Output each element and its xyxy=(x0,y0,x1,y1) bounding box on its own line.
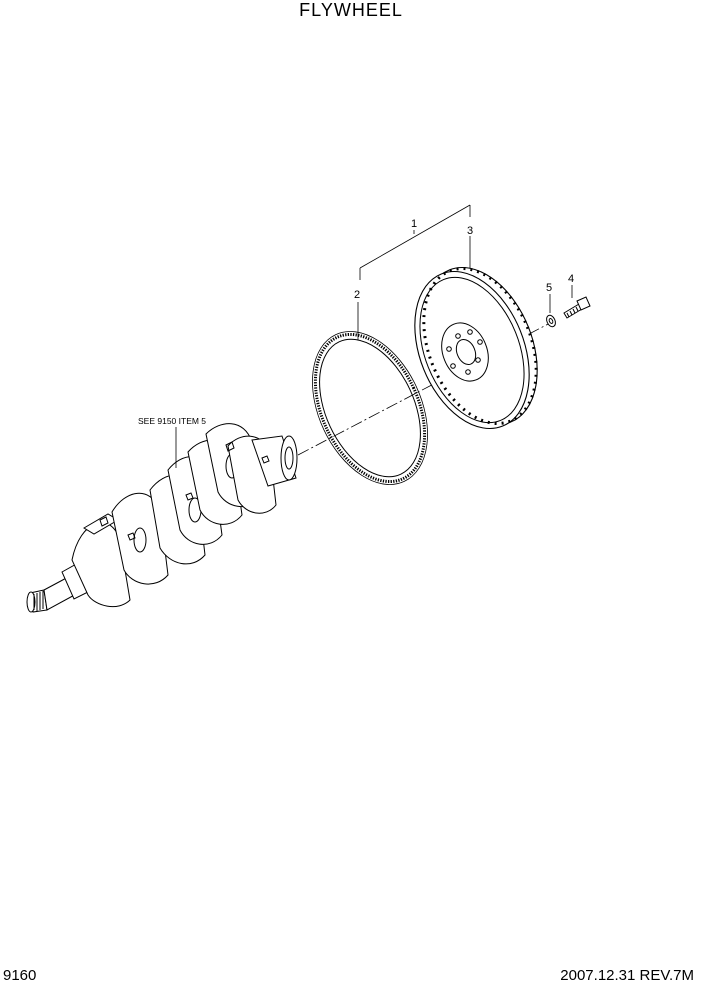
page-code: 9160 xyxy=(3,967,37,984)
crankshaft xyxy=(26,423,298,613)
page-title: FLYWHEEL xyxy=(299,0,403,20)
revision-label: 2007.12.31 REV.7M xyxy=(560,967,694,984)
callout-1: 1 xyxy=(411,218,417,230)
callout-5: 5 xyxy=(546,282,552,294)
reference-note: SEE 9150 ITEM 5 xyxy=(138,416,206,426)
callout-3: 3 xyxy=(467,225,473,237)
bolt xyxy=(563,296,591,319)
callout-4: 4 xyxy=(568,273,574,285)
flywheel xyxy=(414,266,538,430)
ring-gear xyxy=(312,331,428,485)
callout-2: 2 xyxy=(354,289,360,301)
callout-leaders xyxy=(175,204,573,468)
washer xyxy=(546,314,556,328)
